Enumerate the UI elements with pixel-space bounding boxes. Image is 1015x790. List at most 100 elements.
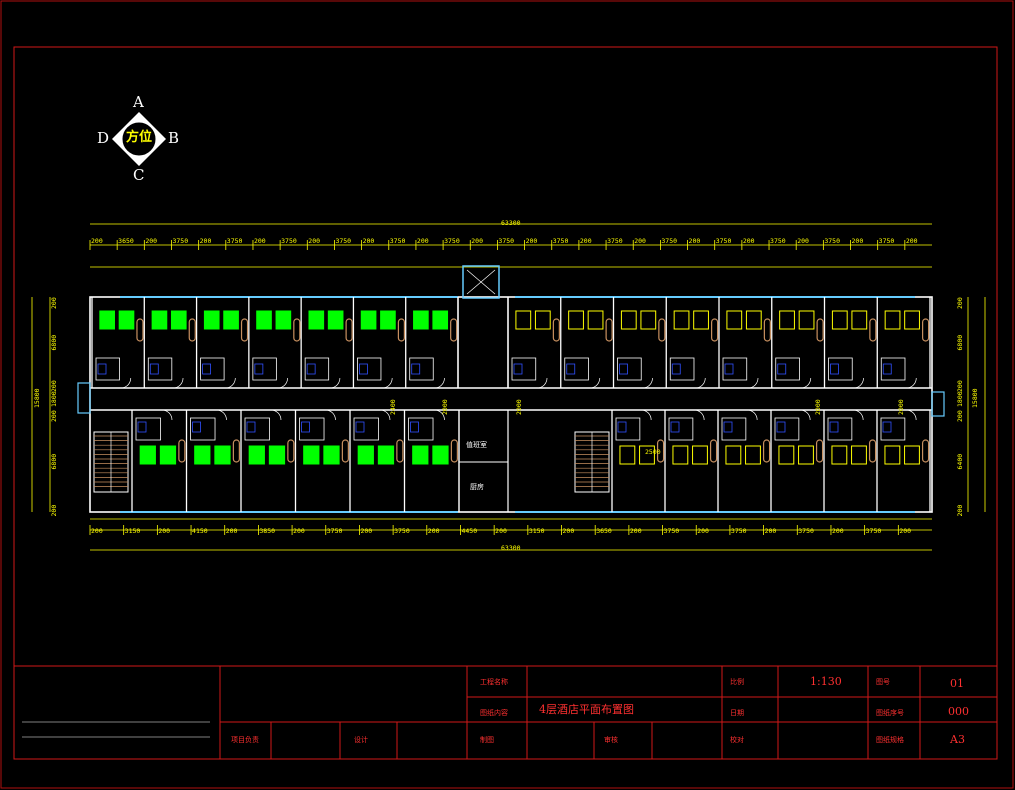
wardrobe (711, 318, 719, 342)
bed (515, 310, 532, 330)
door-swing (853, 377, 864, 389)
door-swing (277, 377, 288, 389)
door-swing (329, 377, 341, 389)
dim-label-bottom: 3150 (529, 527, 545, 535)
dim-label-right: 200 (956, 297, 964, 309)
door-swing (800, 409, 811, 421)
bathroom (200, 357, 225, 381)
bed (831, 310, 848, 330)
corridor-mark: 2000 (897, 399, 905, 415)
bed (118, 310, 135, 330)
wardrobe (658, 318, 666, 342)
bed (380, 310, 396, 330)
total-dim-top: 63300 (501, 219, 521, 227)
wardrobe (136, 318, 144, 342)
wardrobe (816, 318, 824, 342)
compass-west-label: D (97, 129, 110, 147)
balcony-right (931, 391, 945, 417)
door-swing (853, 409, 864, 421)
dim-label-right: 6400 (956, 454, 964, 470)
bed (745, 310, 762, 330)
plan-geometry (31, 223, 986, 551)
toilet (192, 421, 201, 433)
room-label-duty: 值班室 (466, 440, 487, 449)
dim-label-top: 200 (254, 237, 266, 245)
bed (99, 310, 115, 330)
wardrobe (345, 318, 353, 342)
door-swing (379, 409, 391, 421)
inner-frame (13, 46, 998, 760)
dim-label-top: 200 (526, 237, 538, 245)
dim-label-left: 6800 (50, 454, 58, 470)
dim-label-top: 3650 (118, 237, 134, 245)
designer-label: 设计 (354, 736, 368, 744)
wardrobe (868, 439, 877, 463)
design-lead-label: 项目负责 (231, 736, 259, 744)
toilet (829, 421, 839, 433)
bathroom (252, 357, 277, 381)
bathroom (408, 417, 434, 441)
bed (904, 310, 920, 330)
date-label: 日期 (730, 709, 744, 717)
compass-north-label: A (133, 93, 144, 111)
bed (223, 310, 239, 330)
drawing-title: 4层酒店平面布置图 (539, 703, 634, 716)
toilet (619, 363, 628, 375)
scale-value: 1:130 (810, 675, 842, 688)
bed (256, 310, 272, 330)
dim-label-top: 3750 (444, 237, 460, 245)
door-swing (434, 409, 445, 421)
bed (303, 445, 320, 465)
dim-label-top: 3750 (172, 237, 188, 245)
bathroom (511, 357, 537, 381)
dim-label-bottom: 3750 (731, 527, 747, 535)
dim-label-top: 3750 (227, 237, 243, 245)
bathroom (615, 417, 641, 441)
door-swing (382, 377, 393, 389)
toilet (149, 363, 159, 375)
wardrobe (869, 318, 877, 342)
door-swing (800, 377, 812, 389)
dim-label-bottom: 200 (899, 527, 911, 535)
toilet (513, 363, 523, 375)
bed (357, 445, 374, 465)
bed (798, 445, 814, 465)
wardrobe (450, 439, 458, 463)
toilet (566, 363, 576, 375)
dim-label-top: 3750 (607, 237, 623, 245)
bed (672, 445, 689, 465)
toilet (671, 363, 681, 375)
door-swing (906, 409, 917, 421)
wardrobe (397, 318, 405, 342)
bed (726, 310, 743, 330)
dim-label-left: 200 (50, 380, 58, 392)
bed (725, 445, 742, 465)
bed (194, 445, 211, 465)
toilet (410, 421, 419, 433)
wardrobe (287, 439, 295, 463)
right-total-dim: 15800 (971, 388, 979, 408)
wardrobe (815, 439, 824, 463)
bathroom (880, 417, 906, 441)
bed (693, 310, 709, 330)
dim-label-right: 6800 (956, 335, 964, 351)
bathroom (190, 417, 216, 441)
bed (851, 310, 868, 330)
dim-label-bottom: 200 (563, 527, 575, 535)
dim-label-top: 200 (906, 237, 918, 245)
dim-label-bottom: 3650 (596, 527, 612, 535)
corridor-mark: 2000 (814, 399, 822, 415)
dim-label-bottom: 4150 (192, 527, 208, 535)
bathroom (828, 357, 853, 381)
bathroom (135, 417, 161, 441)
dim-label-top: 200 (308, 237, 320, 245)
bed (534, 310, 551, 330)
bathroom (774, 417, 800, 441)
dim-label-right: 1800 (956, 391, 964, 407)
bed (151, 310, 168, 330)
dim-label-bottom: 3150 (125, 527, 141, 535)
bed (568, 310, 584, 330)
bed (851, 445, 867, 465)
wardrobe (450, 318, 458, 342)
wardrobe (762, 439, 771, 463)
